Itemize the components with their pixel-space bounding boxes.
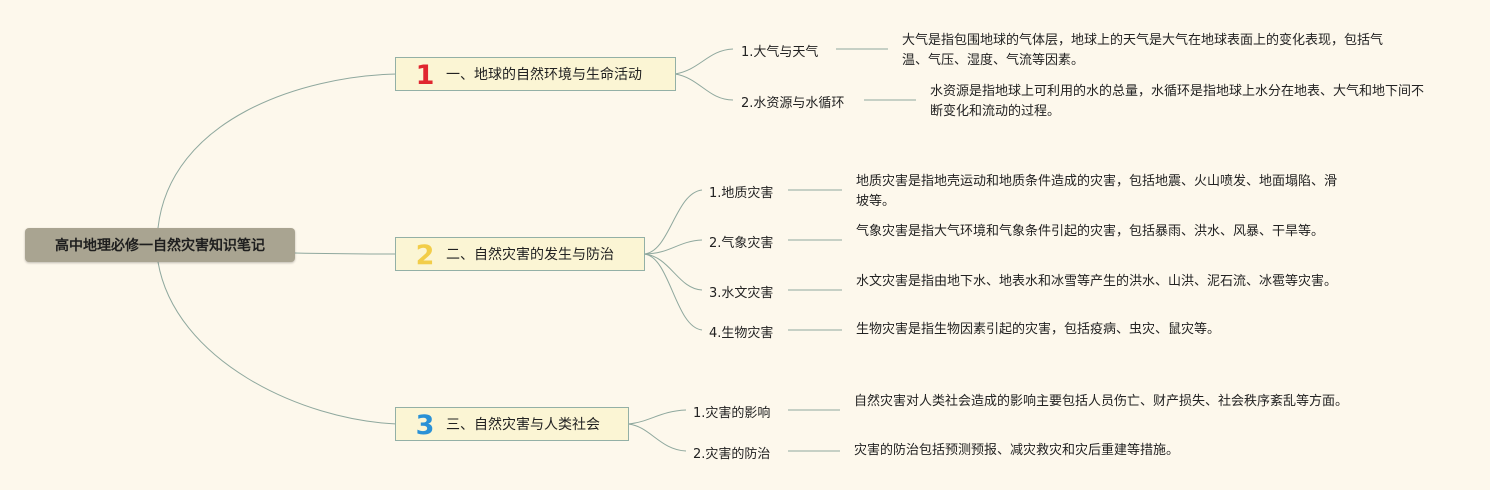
note-meteorological-disaster: 气象灾害是指大气环境和气象条件引起的灾害，包括暴雨、洪水、风暴、干旱等。 [856,224,1325,239]
subtopic-water-resources[interactable]: 2.水资源与水循环 [741,96,845,111]
note-biological-disaster: 生物灾害是指生物因素引起的灾害，包括疫病、虫灾、鼠灾等。 [856,322,1221,337]
subtopic-biological-disaster[interactable]: 4.生物灾害 [709,326,774,341]
note-atmosphere-weather: 大气是指包围地球的气体层，地球上的天气是大气在地球表面上的变化表现，包括气温、气… [902,33,1384,68]
root-node[interactable]: 高中地理必修一自然灾害知识笔记 [25,228,295,262]
number-2-icon: 2 [415,239,435,271]
topic-node-1[interactable]: 1 一、地球的自然环境与生命活动 [395,57,676,91]
topic-label: 三、自然灾害与人类社会 [446,417,600,433]
number-3-icon: 3 [415,409,435,441]
topic-label: 二、自然灾害的发生与防治 [446,247,614,263]
note-water-resources: 水资源是指地球上可利用的水的总量，水循环是指地球上水分在地表、大气和地下间不断变… [930,84,1425,119]
subtopic-disaster-prevention[interactable]: 2.灾害的防治 [693,447,771,462]
topic-node-3[interactable]: 3 三、自然灾害与人类社会 [395,407,629,441]
subtopic-hydrological-disaster[interactable]: 3.水文灾害 [709,286,774,301]
topic-label: 一、地球的自然环境与生命活动 [446,67,642,83]
subtopic-atmosphere-weather[interactable]: 1.大气与天气 [741,45,819,60]
subtopic-meteorological-disaster[interactable]: 2.气象灾害 [709,236,774,251]
note-disaster-prevention: 灾害的防治包括预测预报、减灾救灾和灾后重建等措施。 [854,443,1180,458]
number-1-icon: 1 [415,59,435,91]
root-title: 高中地理必修一自然灾害知识笔记 [55,238,265,254]
note-geological-disaster: 地质灾害是指地壳运动和地质条件造成的灾害，包括地震、火山喷发、地面塌陷、滑坡等。 [856,174,1338,209]
subtopic-disaster-impact[interactable]: 1.灾害的影响 [693,406,771,421]
subtopic-geological-disaster[interactable]: 1.地质灾害 [709,186,774,201]
note-hydrological-disaster: 水文灾害是指由地下水、地表水和冰雪等产生的洪水、山洪、泥石流、冰雹等灾害。 [856,274,1338,289]
note-disaster-impact: 自然灾害对人类社会造成的影响主要包括人员伤亡、财产损失、社会秩序紊乱等方面。 [854,394,1349,409]
topic-node-2[interactable]: 2 二、自然灾害的发生与防治 [395,237,645,271]
